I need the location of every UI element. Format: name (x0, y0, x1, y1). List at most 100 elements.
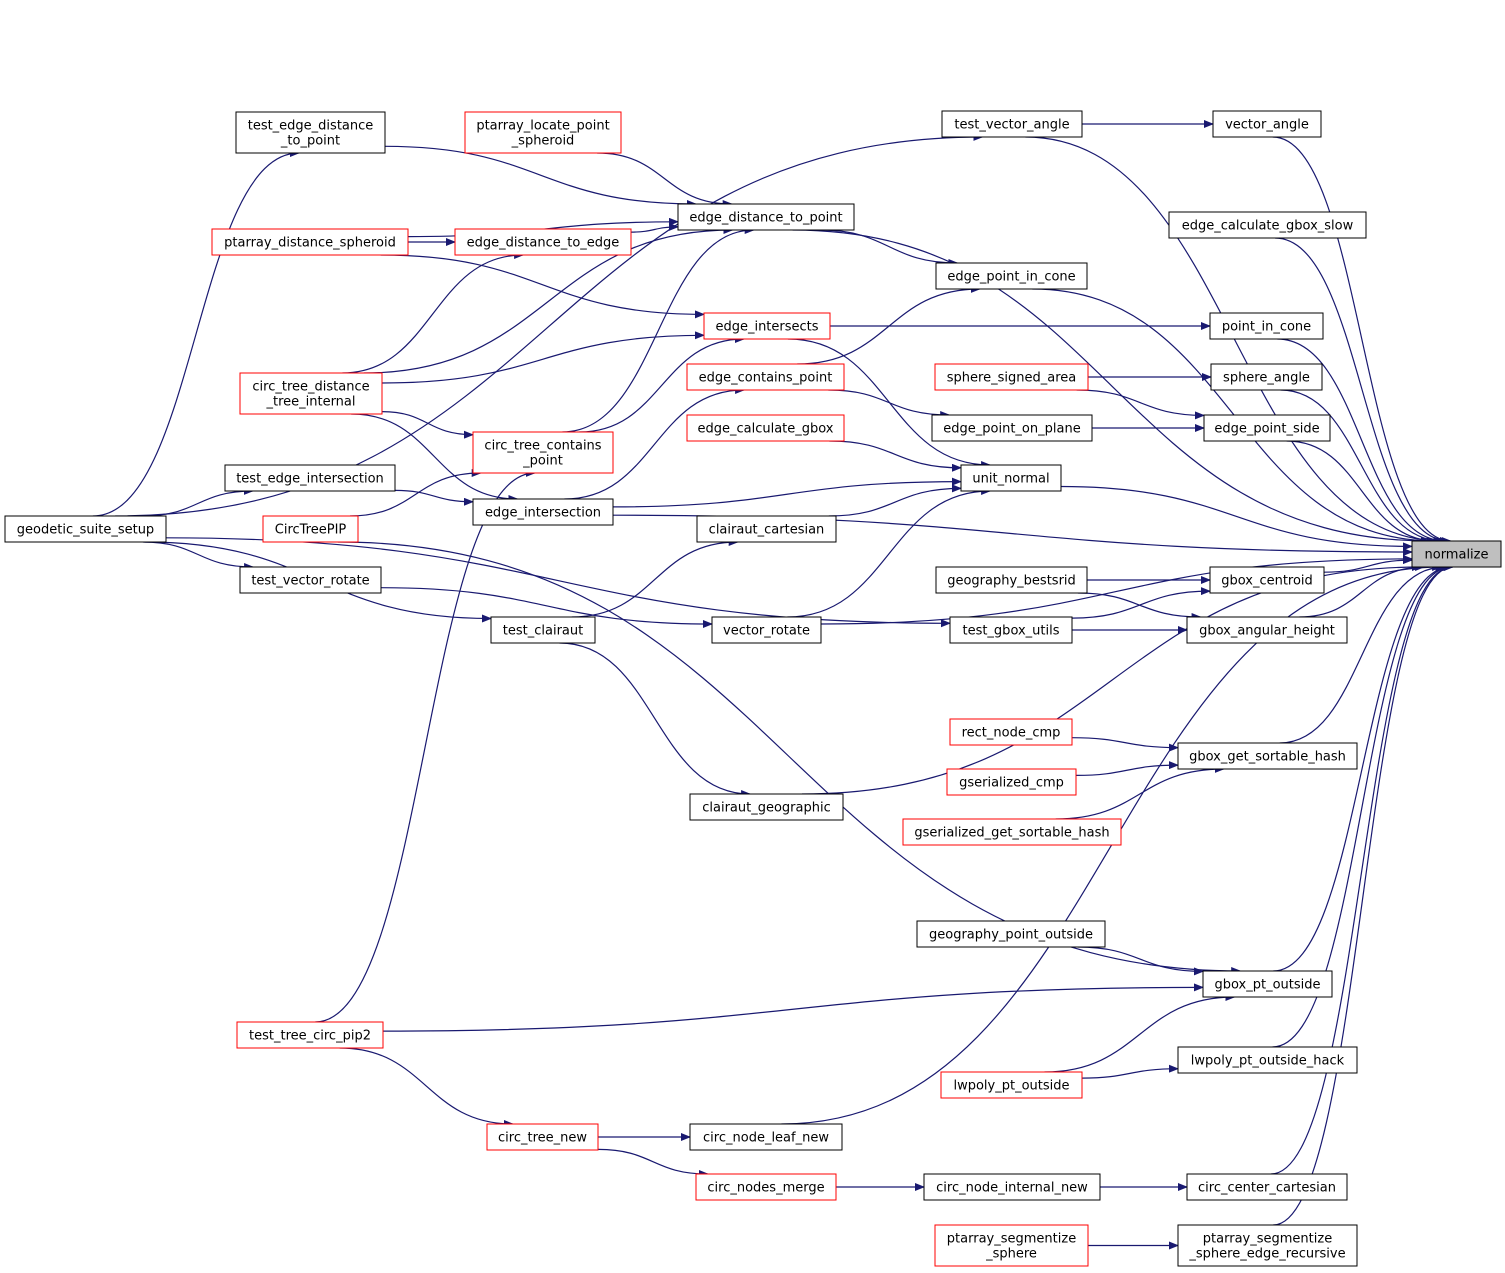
edge-line (792, 229, 1431, 545)
node-gbox-get-sortable-hash[interactable]: gbox_get_sortable_hash (1177, 742, 1358, 770)
node-label: test_gbox_utils (962, 624, 1059, 639)
edge-line (115, 133, 984, 517)
node-gbox-pt-outside[interactable]: gbox_pt_outside (1202, 970, 1333, 998)
node-test-edge-intersection[interactable]: test_edge_intersection (224, 464, 396, 492)
node-label: clairaut_cartesian (709, 523, 825, 538)
node-label: circ_tree_distance (252, 380, 369, 395)
edge-point-in-cone-to-normalize (1277, 338, 1447, 545)
node-ptarray-segmentize-sphere-edge-recursive[interactable]: ptarray_segmentize_sphere_edge_recursive (1177, 1224, 1358, 1267)
node-label: vector_angle (1225, 118, 1309, 133)
node-label: edge_distance_to_edge (467, 236, 620, 251)
node-circ-center-cartesian[interactable]: circ_center_cartesian (1186, 1173, 1348, 1201)
node-ptarray-segmentize-sphere[interactable]: ptarray_segmentize_sphere (934, 1224, 1089, 1267)
node-circtreepip[interactable]: CircTreePIP (262, 515, 359, 543)
edge-line (394, 489, 474, 506)
node-circ-tree-new[interactable]: circ_tree_new (486, 1123, 599, 1151)
node-lwpoly-pt-outside-hack[interactable]: lwpoly_pt_outside_hack (1177, 1046, 1358, 1074)
node-rect-node-cmp[interactable]: rect_node_cmp (949, 718, 1073, 746)
node-clairaut-geographic[interactable]: clairaut_geographic (689, 793, 844, 821)
node-circ-tree-distance-tree-internal[interactable]: circ_tree_distance_tree_internal (239, 372, 383, 415)
edge-edge-distance-to-point-to-normalize (792, 229, 1431, 545)
edge-test-tree-circ-pip2-to-circ-tree-new (339, 1047, 514, 1128)
node-test-clairaut[interactable]: test_clairaut (490, 616, 596, 644)
node-label: _tree_internal (265, 395, 355, 410)
edge-ptarray-distance-spheroid-to-edge-intersects (380, 254, 705, 319)
edge-sphere-angle-to-normalize (1280, 389, 1444, 545)
edge-line (142, 541, 255, 571)
node-geography-point-outside[interactable]: geography_point_outside (916, 920, 1106, 948)
node-gbox-angular-height[interactable]: gbox_angular_height (1186, 616, 1348, 644)
edge-line (381, 411, 474, 439)
node-box (686, 363, 845, 391)
edge-circ-tree-distance-tree-internal-to-edge-distance-to-edge (342, 251, 525, 374)
node-box (1209, 566, 1325, 594)
node-label: circ_tree_new (498, 1131, 587, 1146)
node-label: edge_calculate_gbox (697, 422, 833, 437)
node-sphere-angle[interactable]: sphere_angle (1210, 363, 1323, 391)
node-ptarray-locate-point-spheroid[interactable]: ptarray_locate_point_spheroid (464, 111, 622, 154)
node-edge-distance-to-point[interactable]: edge_distance_to_point (677, 203, 855, 231)
node-circ-tree-contains-point[interactable]: circ_tree_contains_point (472, 431, 614, 474)
node-box (1210, 363, 1323, 391)
node-lwpoly-pt-outside[interactable]: lwpoly_pt_outside (940, 1071, 1083, 1099)
node-vector-angle[interactable]: vector_angle (1212, 110, 1322, 138)
node-box (211, 228, 409, 256)
node-vector-rotate[interactable]: vector_rotate (711, 616, 822, 644)
node-test-tree-circ-pip2[interactable]: test_tree_circ_pip2 (236, 1021, 384, 1049)
node-circ-nodes-merge[interactable]: circ_nodes_merge (695, 1173, 837, 1201)
node-geography-bestsrid[interactable]: geography_bestsrid (935, 566, 1088, 594)
node-box (454, 228, 632, 256)
node-box (949, 616, 1073, 644)
node-label: edge_intersects (715, 320, 818, 335)
edge-line (1071, 737, 1179, 752)
node-label: circ_nodes_merge (707, 1181, 824, 1196)
edge-line (597, 152, 733, 208)
node-gbox-centroid[interactable]: gbox_centroid (1209, 566, 1325, 594)
edge-line (579, 335, 745, 433)
node-gserialized-get-sortable-hash[interactable]: gserialized_get_sortable_hash (902, 818, 1122, 846)
node-ptarray-distance-spheroid[interactable]: ptarray_distance_spheroid (211, 228, 409, 256)
node-edge-contains-point[interactable]: edge_contains_point (686, 363, 845, 391)
node-edge-calculate-gbox-slow[interactable]: edge_calculate_gbox_slow (1168, 211, 1367, 239)
node-edge-distance-to-edge[interactable]: edge_distance_to_edge (454, 228, 632, 256)
node-box (949, 718, 1073, 746)
node-test-vector-rotate[interactable]: test_vector_rotate (239, 566, 382, 594)
edge-vector-rotate-to-unit-normal (787, 487, 992, 618)
edge-line (564, 386, 746, 500)
node-clairaut-cartesian[interactable]: clairaut_cartesian (696, 515, 837, 543)
node-unit-normal[interactable]: unit_normal (960, 464, 1062, 492)
edge-line (1060, 485, 1413, 551)
edge-line (1323, 556, 1413, 573)
node-circ-node-leaf-new[interactable]: circ_node_leaf_new (689, 1123, 843, 1151)
node-label: gserialized_cmp (959, 776, 1064, 791)
node-box (902, 818, 1122, 846)
node-point-in-cone[interactable]: point_in_cone (1209, 312, 1324, 340)
node-box (695, 1173, 837, 1201)
node-test-gbox-utils[interactable]: test_gbox_utils (949, 616, 1073, 644)
node-box (486, 1123, 599, 1151)
node-edge-point-on-plane[interactable]: edge_point_on_plane (931, 414, 1093, 442)
edge-line (1077, 946, 1204, 976)
edge-ptarray-locate-point-spheroid-to-edge-distance-to-point (597, 152, 733, 208)
node-circ-node-internal-new[interactable]: circ_node_internal_new (923, 1173, 1101, 1201)
node-edge-calculate-gbox[interactable]: edge_calculate_gbox (686, 414, 845, 442)
edge-gbox-get-sortable-hash-to-normalize (1279, 563, 1446, 744)
edge-edge-distance-to-edge-to-edge-distance-to-point (630, 222, 679, 233)
node-edge-point-in-cone[interactable]: edge_point_in_cone (935, 262, 1088, 290)
node-test-edge-distance-to-point[interactable]: test_edge_distance_to_point (235, 111, 386, 154)
edge-rect-node-cmp-to-gbox-get-sortable-hash (1071, 737, 1179, 752)
node-geodetic-suite-setup[interactable]: geodetic_suite_setup (4, 515, 167, 543)
edge-line (142, 487, 254, 517)
edge-line (820, 229, 959, 267)
node-edge-intersection[interactable]: edge_intersection (472, 498, 614, 526)
edge-gserialized-cmp-to-gbox-get-sortable-hash (1075, 761, 1179, 776)
node-label: ptarray_segmentize (1203, 1232, 1332, 1247)
edge-vector-angle-to-normalize (1272, 136, 1452, 545)
node-test-vector-angle[interactable]: test_vector_angle (941, 110, 1083, 138)
node-edge-point-side[interactable]: edge_point_side (1203, 414, 1331, 442)
node-gserialized-cmp[interactable]: gserialized_cmp (946, 768, 1077, 796)
node-box (1177, 1046, 1358, 1074)
node-sphere-signed-area[interactable]: sphere_signed_area (934, 363, 1089, 391)
edge-line (380, 254, 705, 319)
node-edge-intersects[interactable]: edge_intersects (703, 312, 831, 340)
